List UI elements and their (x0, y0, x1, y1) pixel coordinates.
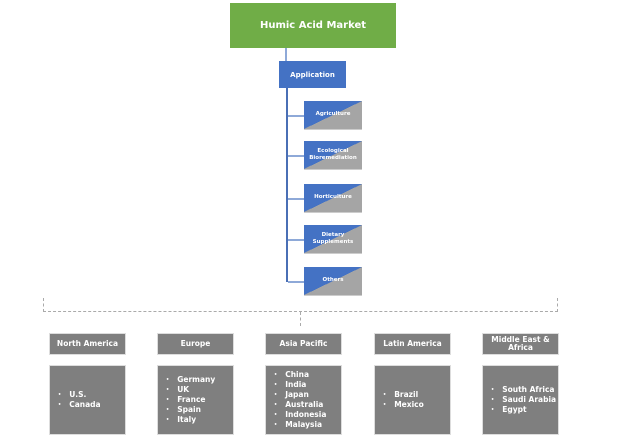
region-country-list: ChinaIndiaJapanAustraliaIndonesiaMalaysi… (265, 365, 342, 435)
region-header: Europe (157, 333, 234, 355)
application-item: Ecological Bioremediation (304, 141, 362, 170)
region-bracket (43, 298, 558, 312)
region-header: Asia Pacific (265, 333, 342, 355)
country-item: Australia (274, 400, 326, 410)
country-item: U.S. (58, 390, 101, 400)
country-item: Japan (274, 390, 326, 400)
branch-line (288, 115, 304, 117)
country-item: France (166, 395, 215, 405)
application-item: Others (304, 267, 362, 296)
country-item: Saudi Arabia (491, 395, 556, 405)
region-header: Middle East & Africa (482, 333, 559, 355)
branch-line (288, 198, 304, 200)
branch-line (288, 155, 304, 157)
region-country-list: BrazilMexico (374, 365, 451, 435)
country-item: Indonesia (274, 410, 326, 420)
country-item: India (274, 380, 326, 390)
country-item: China (274, 370, 326, 380)
application-item: Dietary Supplements (304, 225, 362, 254)
region-header: North America (49, 333, 126, 355)
branch-line (288, 281, 304, 283)
country-item: Italy (166, 415, 215, 425)
bracket-tick (300, 312, 301, 326)
country-item: Spain (166, 405, 215, 415)
application-item: Agriculture (304, 101, 362, 130)
application-item: Horticulture (304, 184, 362, 213)
application-box: Application (279, 61, 346, 88)
country-item: Brazil (383, 390, 424, 400)
country-item: UK (166, 385, 215, 395)
connector-line (285, 48, 287, 61)
country-item: South Africa (491, 385, 556, 395)
application-trunk-line (286, 88, 288, 282)
region-country-list: GermanyUKFranceSpainItaly (157, 365, 234, 435)
market-title-box: Humic Acid Market (230, 3, 396, 48)
region-header: Latin America (374, 333, 451, 355)
branch-line (288, 239, 304, 241)
country-item: Germany (166, 375, 215, 385)
region-country-list: South AfricaSaudi ArabiaEgypt (482, 365, 559, 435)
country-item: Malaysia (274, 420, 326, 430)
country-item: Canada (58, 400, 100, 410)
country-item: Mexico (383, 400, 424, 410)
region-country-list: U.S.Canada (49, 365, 126, 435)
country-item: Egypt (491, 405, 556, 415)
